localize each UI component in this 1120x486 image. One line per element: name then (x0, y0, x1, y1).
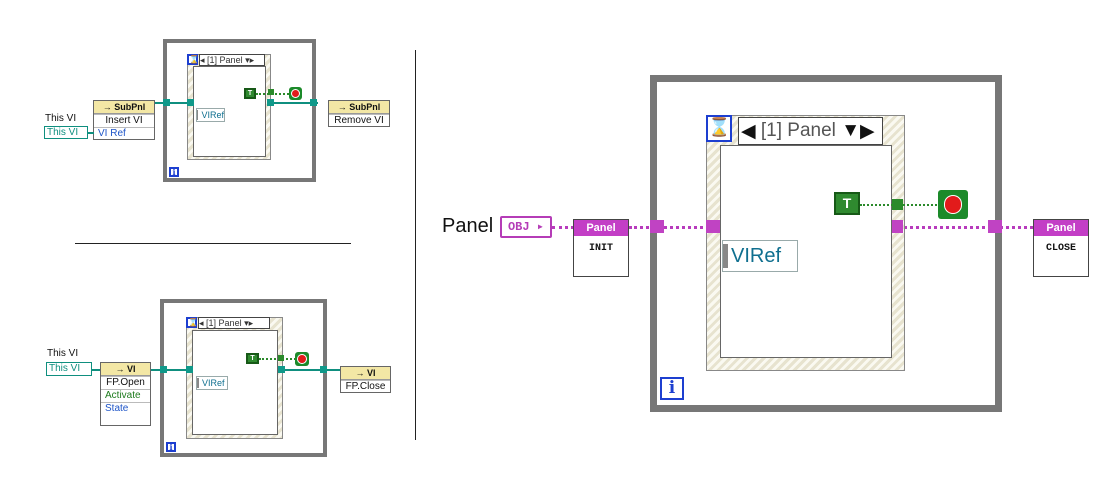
close-header: Panel (1034, 220, 1088, 236)
timeout-terminal-icon: ⌛ (187, 54, 199, 65)
obj-wire-in (552, 226, 574, 229)
bool-tunnel (268, 89, 274, 95)
fp-open-subvi[interactable]: → VI FP.Open Activate State (100, 362, 151, 426)
remove-vi-subvi[interactable]: → SubPnl Remove VI (328, 100, 390, 127)
true-constant-big[interactable]: T (834, 192, 860, 215)
inc-arrow-icon-big[interactable]: ▶ (860, 120, 875, 142)
while-loop-frame-2 (160, 299, 327, 457)
iteration-terminal: i (169, 167, 179, 177)
this-vi-constant[interactable]: This VI (44, 126, 88, 139)
selector-label-2: [1] Panel (206, 318, 242, 328)
fp-open-label: FP.Open (101, 376, 150, 389)
viref-node-2: VIRef (196, 376, 228, 390)
subvi2-header: → SubPnl (329, 101, 389, 114)
this-vi-label-2: This VI (47, 348, 79, 359)
init-label: INIT (588, 243, 613, 254)
dec-arrow-icon-big[interactable]: ◀ (741, 120, 756, 142)
activate-input: Activate (101, 389, 150, 402)
left-obj-tunnel-big (650, 220, 664, 233)
state-input: State (101, 402, 150, 415)
panel-obj-constant[interactable]: OBJ ▸ (500, 216, 552, 238)
init-header: Panel (574, 220, 628, 236)
inc-arrow-icon-2[interactable]: ▸ (248, 317, 254, 328)
right-ref-tunnel (310, 99, 317, 106)
event-ref-tunnel-left (187, 99, 194, 106)
timeout-terminal-icon-big: ⌛ (706, 115, 732, 142)
iteration-terminal-big: i (660, 377, 684, 400)
iteration-terminal-2: i (166, 442, 176, 452)
stop-terminal-icon-2 (295, 352, 309, 366)
vertical-divider (415, 50, 416, 440)
selector-label-big: [1] Panel (760, 120, 836, 141)
this-vi-const-text: This VI (47, 127, 79, 138)
this-vi-label: This VI (45, 113, 77, 124)
this-vi-constant-2[interactable]: This VI (46, 362, 92, 376)
horizontal-divider (75, 243, 351, 244)
panel-init-block[interactable]: Panel INIT (573, 219, 629, 277)
dec-arrow-icon[interactable]: ◂ (200, 54, 205, 65)
timeout-terminal-icon-2: ⌛ (186, 317, 198, 328)
selector-label: [1] Panel (207, 55, 243, 65)
bool-tunnel-2 (278, 355, 284, 361)
fp-close-header: → VI (341, 367, 390, 380)
while-loop-frame (163, 39, 316, 182)
fp-close-label: FP.Close (341, 380, 390, 393)
event-selector-big[interactable]: ◀ [1] Panel ▼▶ (738, 117, 883, 145)
true-wire-2 (259, 358, 296, 360)
left-ref-tunnel-2 (160, 366, 167, 373)
insert-vi-subvi[interactable]: → SubPnl Insert VI VI Ref (93, 100, 155, 140)
event-obj-tunnel-left-big (706, 220, 720, 233)
event-ref-tunnel-right-2 (278, 366, 285, 373)
event-selector-2[interactable]: ◂ [1] Panel ▾▸ (198, 317, 270, 329)
fp-open-header: → VI (101, 363, 150, 376)
panel-close-block[interactable]: Panel CLOSE (1033, 219, 1089, 277)
close-label: CLOSE (1045, 243, 1076, 254)
viref-node: VIRef (196, 108, 225, 122)
event-obj-tunnel-right-big (892, 220, 903, 233)
event-selector[interactable]: ◂ [1] Panel ▾▸ (199, 54, 265, 66)
stop-terminal-icon-big (938, 190, 968, 219)
bool-tunnel-big (892, 199, 903, 210)
inc-arrow-icon[interactable]: ▸ (249, 54, 255, 65)
true-constant[interactable]: T (244, 88, 256, 99)
true-constant-2[interactable]: T (246, 353, 259, 364)
right-ref-tunnel-2 (320, 366, 327, 373)
vi-ref-wire-2 (92, 369, 101, 371)
this-vi-const-text-2: This VI (49, 363, 81, 374)
right-obj-tunnel-big (988, 220, 1002, 233)
subvi-header: → SubPnl (94, 101, 154, 114)
vi-ref-input: VI Ref (94, 127, 154, 140)
insert-vi-label: Insert VI (94, 114, 154, 127)
event-ref-tunnel-left-2 (186, 366, 193, 373)
remove-vi-label: Remove VI (329, 114, 389, 127)
event-ref-tunnel-right (267, 99, 274, 106)
while-loop-frame-big (650, 75, 1002, 412)
viref-node-big: VIRef (722, 240, 798, 272)
fp-close-subvi[interactable]: → VI FP.Close (340, 366, 391, 393)
vi-ref-wire (88, 132, 94, 134)
chevron-down-icon[interactable]: ▼ (841, 120, 860, 141)
panel-label: Panel (442, 215, 494, 237)
left-ref-tunnel (163, 99, 170, 106)
dec-arrow-icon-2[interactable]: ◂ (199, 317, 204, 328)
stop-terminal-icon (289, 87, 302, 100)
